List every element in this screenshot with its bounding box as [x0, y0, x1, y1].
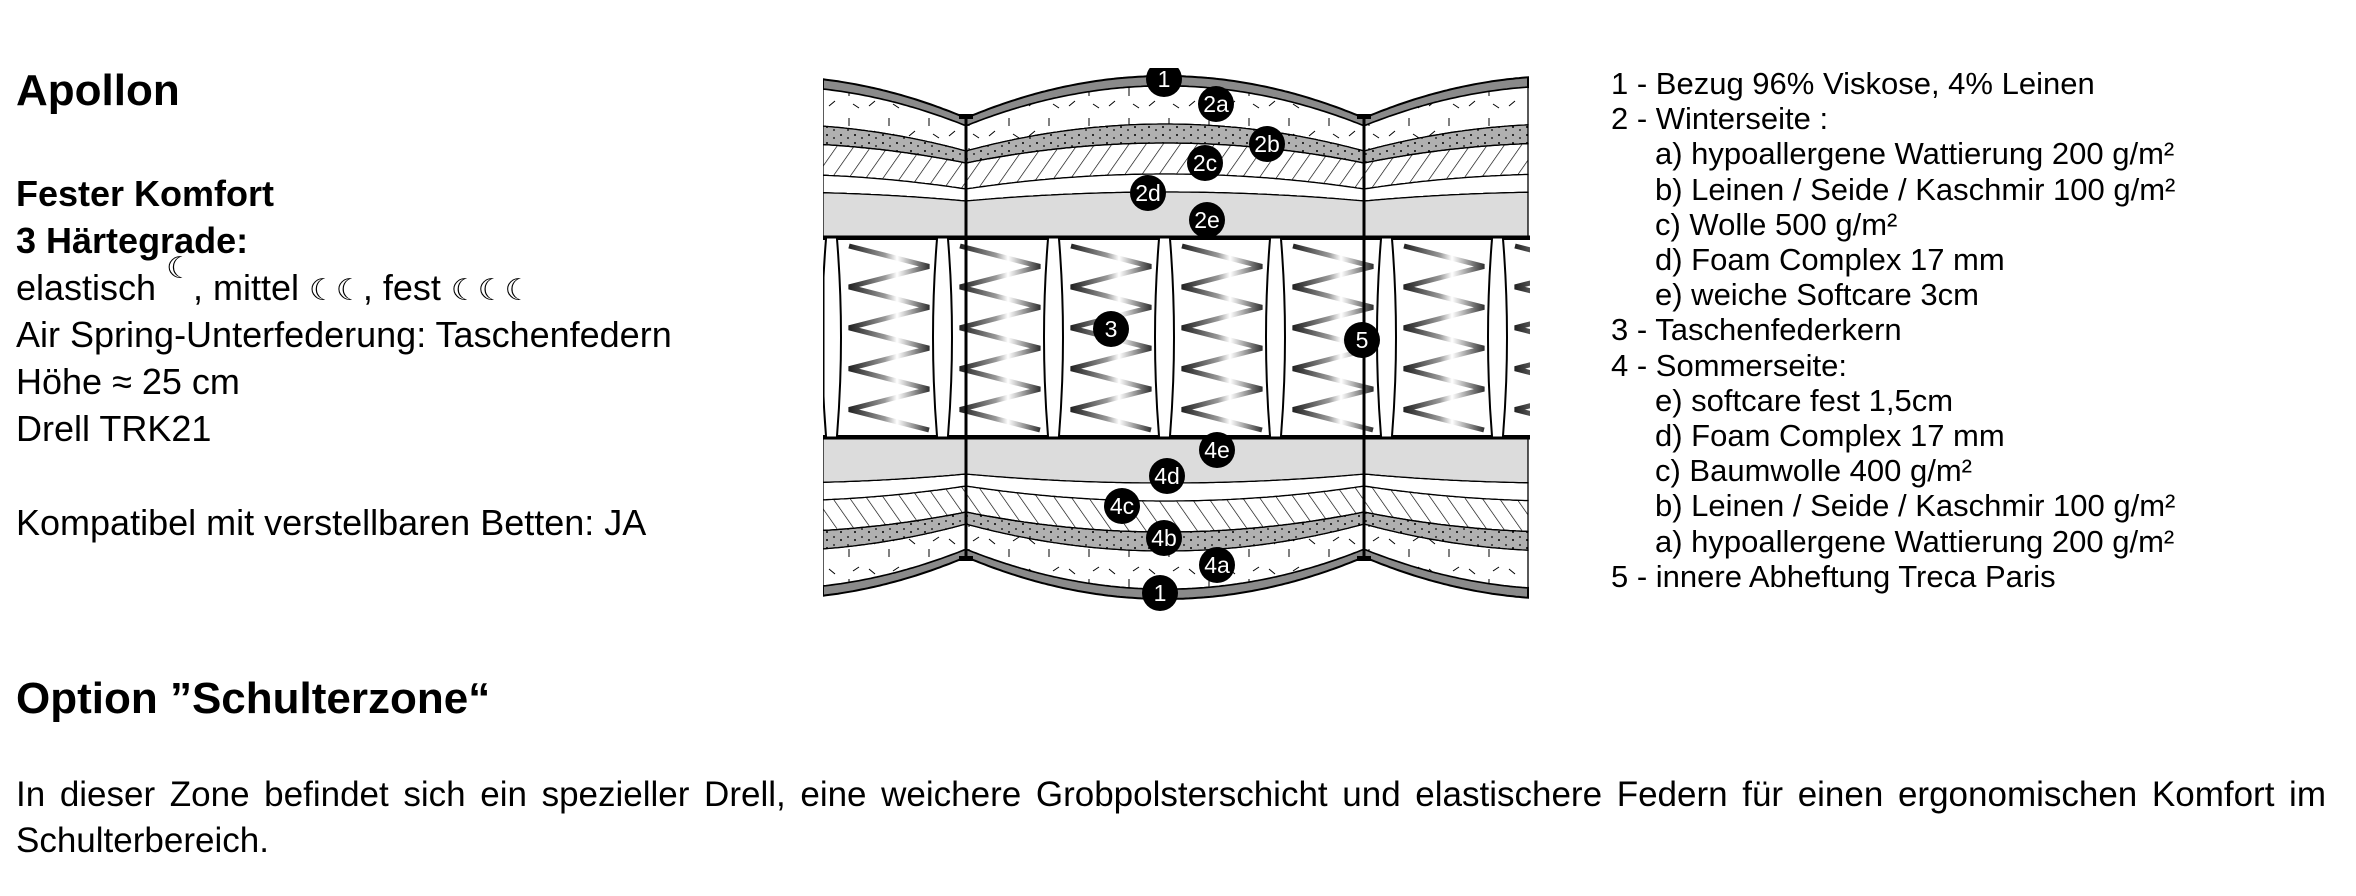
marker-label: 2d — [1135, 180, 1161, 206]
mattress-cross-section-diagram: 1 2a 2b 2c 2d 2e 3 5 4e 4d 4c 4b 4a 1 — [823, 68, 1530, 611]
legend-item: d) Foam Complex 17 mm — [1655, 242, 2005, 278]
marker-label: 4e — [1204, 437, 1230, 463]
pocket-outline — [823, 238, 828, 437]
moon-face-icon: ☾☾☾ — [450, 274, 532, 307]
marker-4d: 4d — [1149, 458, 1185, 494]
marker-label: 4a — [1204, 552, 1230, 578]
marker-circle — [1187, 145, 1223, 181]
legend-item: c) Baumwolle 400 g/m² — [1655, 453, 1973, 489]
marker-circle — [1189, 202, 1225, 238]
option-title: Option ”Schulterzone“ — [16, 674, 491, 723]
legend-item: 3 - Taschenfederkern — [1611, 312, 1902, 348]
marker-label: 2e — [1194, 207, 1220, 233]
height: Höhe ≈ 25 cm — [16, 361, 240, 402]
spring-pocket — [946, 238, 1050, 437]
legend-item: e) softcare fest 1,5cm — [1655, 382, 1954, 418]
marker-label: 5 — [1356, 327, 1369, 353]
product-title: Apollon — [16, 66, 180, 115]
spring-coil — [1292, 243, 1374, 433]
comfort-label: Fester Komfort — [16, 173, 275, 214]
tuft-cap — [1357, 114, 1371, 119]
marker-label: 4b — [1151, 525, 1177, 551]
hardness-heading: 3 Härtegrade: — [16, 220, 249, 261]
legend-item: e) weiche Softcare 3cm — [1655, 277, 1979, 313]
hardness-fest: fest — [382, 267, 441, 308]
marker-label: 1 — [1154, 580, 1167, 606]
legend-item: c) Wolle 500 g/m² — [1655, 206, 1898, 242]
marker-4a: 4a — [1199, 547, 1235, 583]
legend-item: 5 - innere Abheftung Treca Paris — [1611, 558, 2056, 594]
tuft-cap — [1357, 556, 1371, 561]
marker-2d: 2d — [1130, 175, 1166, 211]
marker-circle — [1142, 575, 1178, 611]
marker-circle — [1199, 432, 1235, 468]
product-specs: Fester Komfort 3 Härtegrade: elastisch ☾… — [16, 170, 672, 546]
moon-face-icon: ☾☾ — [309, 274, 363, 307]
hardness-options: elastisch ☾, mittel ☾☾, fest ☾☾☾ — [16, 252, 672, 311]
legend-item: b) Leinen / Seide / Kaschmir 100 g/m² — [1655, 171, 2176, 207]
marker-5: 5 — [1344, 322, 1380, 358]
tuft-cap — [959, 556, 973, 561]
marker-2a: 2a — [1198, 86, 1234, 122]
moon-face-icon: ☾ — [166, 252, 193, 285]
diagram-markers: 1 2a 2b 2c 2d 2e 3 5 4e 4d 4c 4b 4a 1 — [1093, 68, 1380, 611]
marker-circle — [1146, 520, 1182, 556]
legend-item: 4 - Sommerseite: — [1611, 347, 1848, 383]
marker-label: 2c — [1193, 150, 1217, 176]
separator: , — [192, 267, 213, 308]
marker-4c: 4c — [1104, 488, 1140, 524]
marker-1: 1 — [1146, 68, 1182, 97]
hardness-mittel: mittel — [213, 267, 300, 308]
winter-side-layers — [823, 75, 1529, 238]
marker-circle — [1130, 175, 1166, 211]
pocket-spring-core — [823, 235, 1530, 440]
marker-circle — [1093, 311, 1129, 347]
spring-coil — [848, 243, 930, 433]
marker-4e: 4e — [1199, 432, 1235, 468]
fabric: Drell TRK21 — [16, 408, 212, 449]
hardness-elastisch: elastisch — [16, 267, 157, 308]
marker-2c: 2c — [1187, 145, 1223, 181]
marker-2e: 2e — [1189, 202, 1225, 238]
marker-label: 2a — [1203, 91, 1229, 117]
adjustable-compatibility: Kompatibel mit verstellbaren Betten: JA — [16, 502, 647, 543]
legend-item: 1 - Bezug 96% Viskose, 4% Leinen — [1611, 66, 2095, 101]
option-description: In dieser Zone befindet sich ein speziel… — [16, 775, 2326, 860]
spring-type: Air Spring-Unterfederung: Taschenfedern — [16, 314, 672, 355]
marker-label: 3 — [1105, 316, 1118, 342]
marker-circle — [1149, 458, 1185, 494]
spring-pocket — [1390, 238, 1494, 437]
tuft-cap — [959, 114, 973, 119]
spring-pocket — [823, 238, 828, 437]
marker-circle — [1249, 126, 1285, 162]
marker-label: 4c — [1110, 493, 1134, 519]
legend-item: d) Foam Complex 17 mm — [1655, 418, 2005, 454]
legend-item: a) hypoallergene Wattierung 200 g/m² — [1655, 136, 2175, 172]
spring-coil — [959, 243, 1041, 433]
spring-pocket — [835, 238, 939, 437]
spring-coil — [1403, 243, 1485, 433]
marker-circle — [1104, 488, 1140, 524]
spring-pocket — [1501, 238, 1530, 437]
spring-pocket — [1168, 238, 1272, 437]
marker-2b: 2b — [1249, 126, 1285, 162]
marker-circle — [1198, 86, 1234, 122]
spring-coil — [1181, 243, 1263, 433]
legend-item: 2 - Winterseite : — [1611, 101, 1829, 137]
marker-label: 1 — [1158, 68, 1171, 92]
marker-label: 2b — [1254, 131, 1280, 157]
marker-circle — [1344, 322, 1380, 358]
separator: , — [362, 267, 383, 308]
marker-3: 3 — [1093, 311, 1129, 347]
legend-item: b) Leinen / Seide / Kaschmir 100 g/m² — [1655, 488, 2176, 524]
marker-circle — [1199, 547, 1235, 583]
marker-circle — [1146, 68, 1182, 97]
softcare-layer — [823, 191, 1529, 238]
marker-label: 4d — [1154, 463, 1180, 489]
marker-1: 1 — [1142, 575, 1178, 611]
spring-pocket — [1279, 238, 1383, 437]
marker-4b: 4b — [1146, 520, 1182, 556]
legend-item: a) hypoallergene Wattierung 200 g/m² — [1655, 523, 2175, 559]
